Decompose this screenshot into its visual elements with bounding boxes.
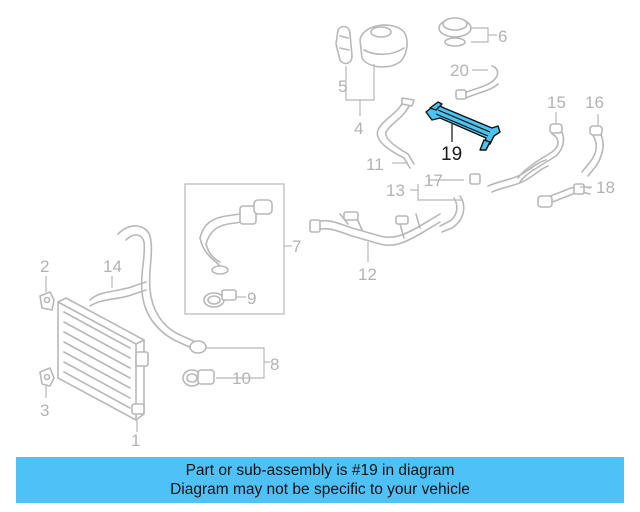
hose-group-part-7	[199, 199, 273, 275]
callout-2: 2	[40, 257, 49, 276]
callout-10: 10	[232, 369, 251, 388]
coolant-hose-part-11	[376, 97, 415, 169]
hose-part-18	[537, 183, 591, 208]
reservoir-bracket-part-5	[335, 25, 353, 65]
seal-part-9	[203, 289, 237, 308]
flange-part-10	[182, 369, 215, 387]
coolant-pipe-part-12	[309, 211, 441, 247]
radiator-part-1	[57, 297, 149, 421]
coolant-reservoir-part-4	[359, 24, 408, 68]
callout-12: 12	[358, 265, 377, 284]
callout-13: 13	[386, 181, 405, 200]
banner-line-1: Part or sub-assembly is #19 in diagram	[185, 462, 455, 479]
callout-11: 11	[366, 155, 384, 174]
callout-14: 14	[103, 257, 122, 276]
hose-part-15	[517, 123, 565, 183]
callout-18: 18	[596, 178, 615, 197]
info-banner: Part or sub-assembly is #19 in diagram D…	[16, 457, 624, 503]
callout-8: 8	[270, 355, 279, 374]
callout-17: 17	[424, 171, 443, 190]
callout-20: 20	[450, 61, 469, 80]
bracket-part-3	[39, 367, 55, 387]
bracket-part-2	[39, 291, 55, 311]
coolant-pipe-part-19	[425, 101, 501, 151]
hose-part-16	[581, 125, 604, 177]
callout-9: 9	[247, 289, 256, 308]
callout-6: 6	[498, 27, 507, 46]
hose-part-17	[469, 159, 549, 193]
callout-15: 15	[547, 93, 566, 112]
callout-1: 1	[131, 431, 140, 450]
callout-3: 3	[40, 401, 49, 420]
callout-16: 16	[585, 93, 604, 112]
hose-part-14	[89, 225, 207, 354]
parts-diagram: 6 5 4 20 11 19 15	[39, 17, 615, 450]
reservoir-cap-part-6	[438, 17, 472, 47]
hose-part-13	[439, 195, 465, 233]
banner-line-2: Diagram may not be specific to your vehi…	[170, 481, 470, 498]
sub-assembly-box-part-7	[184, 183, 285, 315]
callout-7: 7	[292, 237, 301, 256]
callout-4: 4	[354, 119, 363, 138]
callout-19: 19	[441, 144, 462, 165]
callout-5: 5	[338, 77, 347, 96]
bleeder-hose-part-20	[455, 65, 499, 100]
